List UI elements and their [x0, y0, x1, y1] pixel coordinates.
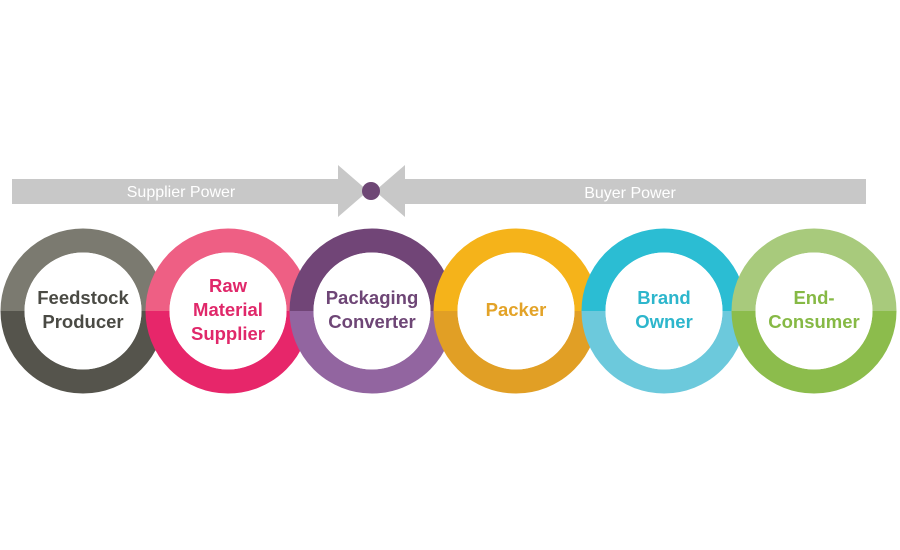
stage-label-line: Packaging — [326, 287, 419, 308]
stage-label-line: Owner — [635, 311, 693, 332]
stage-label-line: Consumer — [768, 311, 860, 332]
stage-ring-bottom — [731, 311, 897, 394]
stage-label-line: Raw — [209, 275, 248, 296]
value-chain-stages: FeedstockProducerRawMaterialSupplierPack… — [0, 228, 897, 394]
stage-ring-center — [169, 252, 287, 370]
stage-label-line: Producer — [42, 311, 123, 332]
supplier-power-arrow — [12, 165, 368, 217]
stage-ring-top — [581, 228, 747, 311]
supplier-power-label: Supplier Power — [127, 184, 236, 201]
stage-ring-bottom — [0, 311, 166, 394]
stage-ring-center — [313, 252, 431, 370]
stage-ring-top — [731, 228, 897, 311]
stage-ring-top — [145, 228, 311, 311]
stage-label-line: Packer — [486, 299, 547, 320]
stage-ring-center — [755, 252, 873, 370]
stage-label-line: Converter — [328, 311, 415, 332]
stage-ring-bottom — [433, 311, 599, 394]
stage-ring-center — [24, 252, 142, 370]
stage-label-line: Brand — [637, 287, 690, 308]
stage-ring-bottom — [289, 311, 455, 394]
stage-label-line: Supplier — [191, 323, 265, 344]
stage-label-line: End- — [793, 287, 834, 308]
stage-ring-top — [0, 228, 166, 311]
power-balance-dot — [362, 182, 380, 200]
stage-ring-bottom — [145, 311, 311, 394]
stage-3: Packer — [433, 228, 599, 394]
stage-label-line: Feedstock — [37, 287, 129, 308]
stage-label-line: Material — [193, 299, 263, 320]
stage-ring-center — [605, 252, 723, 370]
stage-ring-top — [433, 228, 599, 311]
stage-ring-center — [457, 252, 575, 370]
buyer-power-label: Buyer Power — [584, 185, 676, 202]
stage-ring-top — [289, 228, 455, 311]
power-arrows: Supplier Power Buyer Power — [12, 165, 866, 217]
buyer-power-arrow — [375, 165, 866, 217]
stage-ring-bottom — [581, 311, 747, 394]
stage-5: End- Consumer — [731, 228, 897, 394]
